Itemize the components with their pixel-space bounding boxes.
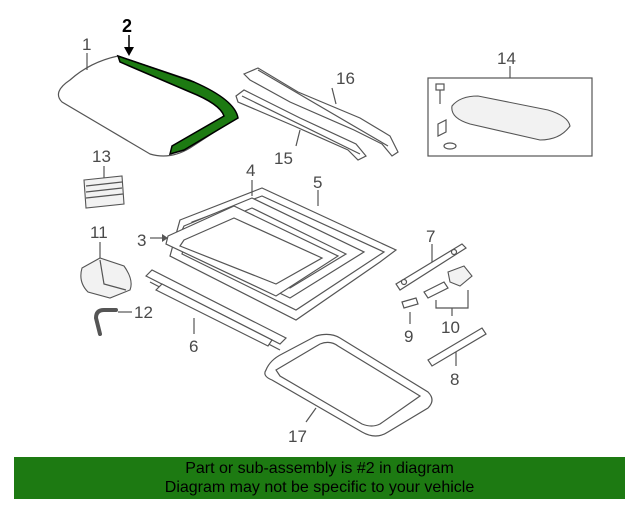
callout-2[interactable]: 2 [122,16,132,36]
leader-2-arrow [124,47,134,56]
part-11-motor [80,257,132,299]
part-2-seal-highlighted[interactable] [116,54,239,156]
part-3-shade-frame [165,205,340,297]
part-14-shade-box [427,77,593,157]
leader-17 [305,407,317,423]
callout-3: 3 [137,231,146,250]
callout-1: 1 [82,35,91,54]
banner-line-1: Part or sub-assembly is #2 in diagram [185,460,454,477]
leader-3-arrow [162,234,168,242]
banner-line-2: Diagram may not be specific to your vehi… [164,479,475,496]
info-banner: Part or sub-assembly is #2 in diagram Di… [14,457,625,499]
part-7-guide [395,243,467,291]
callout-8: 8 [450,370,459,389]
callout-14: 14 [497,49,516,68]
callout-7: 7 [426,227,435,246]
part-8-guide [427,327,487,367]
part-9-clip [401,297,419,309]
callout-5: 5 [313,173,322,192]
part-6-trough [144,269,288,351]
callout-13: 13 [92,147,111,166]
part-13-pad [83,175,125,209]
callout-6: 6 [189,337,198,356]
callout-16: 16 [336,69,355,88]
callout-12: 12 [134,303,153,322]
callout-11: 11 [90,223,108,242]
leader-15 [295,129,301,147]
callout-15: 15 [274,149,293,168]
parts-diagram: 1 2 3 4 5 6 7 8 9 10 11 12 13 14 16 15 1… [57,16,593,446]
callout-17: 17 [288,427,307,446]
callout-4: 4 [246,161,255,180]
callout-9: 9 [404,327,413,346]
part-15-rail [235,89,367,161]
part-10-brackets [423,265,473,299]
part-17-frame-seal [264,333,433,437]
callout-10: 10 [441,318,460,337]
part-16-rail [242,67,399,157]
leader-16 [331,87,337,105]
part-12-hose [93,308,118,336]
leader-10 [435,290,469,309]
